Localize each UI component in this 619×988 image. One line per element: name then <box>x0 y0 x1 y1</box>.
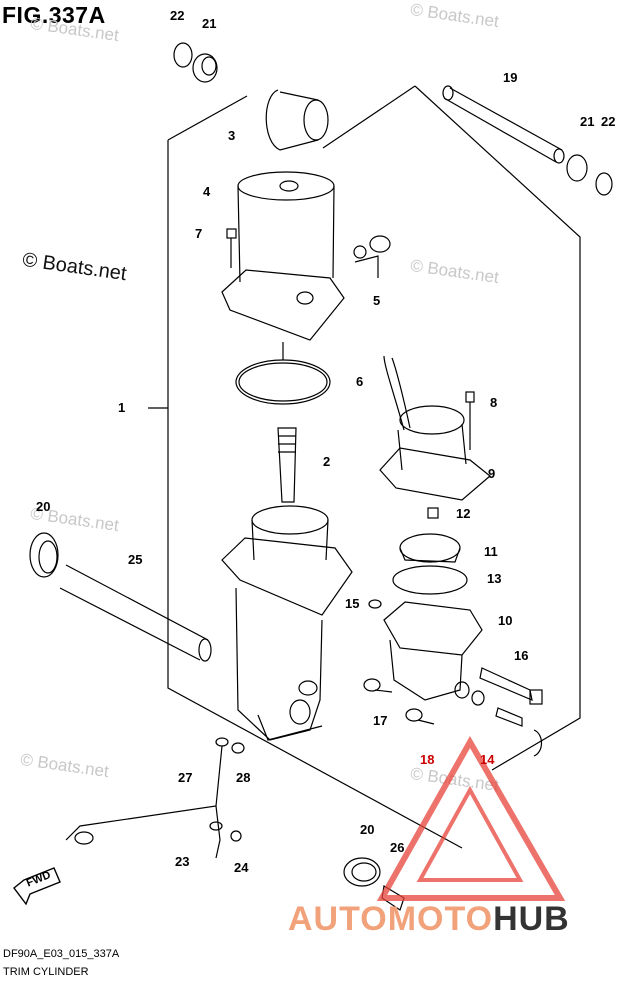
callout-27: 27 <box>178 770 192 785</box>
callout-15: 15 <box>345 596 359 611</box>
callout-18: 18 <box>420 752 434 767</box>
brand-part1: AUTOMOTO <box>288 900 494 938</box>
callout-21: 21 <box>580 114 594 129</box>
callout-20: 20 <box>360 822 374 837</box>
callout-2: 2 <box>323 454 330 469</box>
callout-6: 6 <box>356 374 363 389</box>
figure-title: FIG.337A <box>2 2 106 28</box>
callout-12: 12 <box>456 506 470 521</box>
callout-26: 26 <box>390 840 404 855</box>
callout-28: 28 <box>236 770 250 785</box>
part-4-motor <box>221 171 345 341</box>
brand-logo <box>376 735 566 901</box>
callout-5: 5 <box>373 293 380 308</box>
callout-20: 20 <box>36 499 50 514</box>
fwd-arrow: FWD <box>13 867 61 906</box>
callout-25: 25 <box>128 552 142 567</box>
callout-13: 13 <box>487 571 501 586</box>
callout-21: 21 <box>202 16 216 31</box>
figure-caption: TRIM CYLINDER <box>3 966 89 978</box>
callout-22: 22 <box>170 8 184 23</box>
callout-7: 7 <box>195 226 202 241</box>
callout-16: 16 <box>514 648 528 663</box>
callout-1: 1 <box>118 400 125 415</box>
brand-wordmark: AUTOMOTOHUB <box>288 900 570 939</box>
brand-part2: HUB <box>493 900 570 938</box>
callout-4: 4 <box>203 184 211 199</box>
callout-23: 23 <box>175 854 189 869</box>
part-1-cylinder <box>221 505 353 741</box>
callout-3: 3 <box>228 128 235 143</box>
callout-24: 24 <box>234 860 249 875</box>
callout-10: 10 <box>498 613 512 628</box>
callout-9: 9 <box>488 466 495 481</box>
callout-8: 8 <box>490 395 497 410</box>
part-3-cap <box>265 89 329 151</box>
callout-17: 17 <box>373 713 387 728</box>
callout-19: 19 <box>503 70 517 85</box>
figure-code: DF90A_E03_015_337A <box>3 948 120 960</box>
callout-11: 11 <box>484 544 498 559</box>
callout-22: 22 <box>601 114 615 129</box>
callout-14: 14 <box>480 752 495 767</box>
